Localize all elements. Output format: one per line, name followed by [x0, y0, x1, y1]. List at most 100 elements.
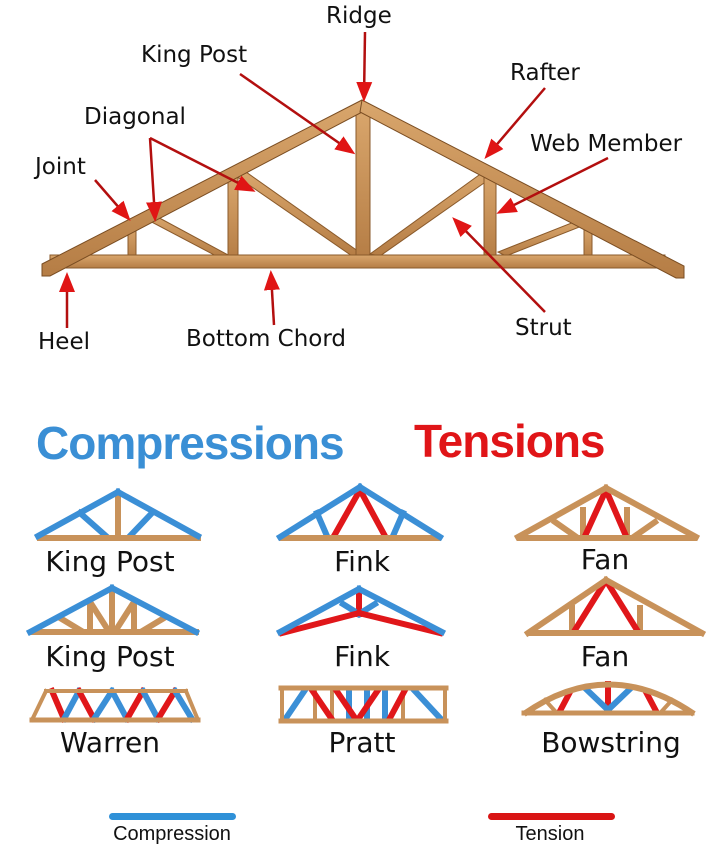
top-chord: [513, 483, 611, 542]
top-chord: [33, 487, 123, 541]
right-small-diagonal: [496, 221, 584, 257]
left-rafter: [41, 99, 367, 277]
diagonal: [630, 517, 660, 541]
tension-web: [122, 686, 148, 724]
label-joint: Joint: [35, 154, 86, 180]
diagonal: [87, 600, 113, 635]
legend-tension-label: Tension: [515, 823, 585, 845]
truss-icon-fink-2: [275, 584, 447, 637]
truss-name-king-post-1: King Post: [45, 545, 175, 578]
truss-icon-warren: [29, 686, 201, 724]
strut: [368, 169, 495, 257]
tension-diagonal: [307, 685, 336, 723]
web: [313, 509, 331, 540]
compression-web: [170, 686, 197, 724]
truss-name-king-post-2: King Post: [45, 640, 175, 673]
end-post: [183, 688, 201, 723]
truss-icon-bowstring: [521, 681, 696, 717]
end-diagonal: [409, 685, 445, 723]
strut-arrow: [452, 217, 546, 313]
tension-web: [602, 486, 630, 540]
compression-web: [603, 683, 636, 715]
truss-name-fan-1: Fan: [580, 543, 630, 576]
truss-name-fink-1: Fink: [334, 545, 390, 578]
label-strut: Strut: [515, 315, 572, 341]
top-chord: [113, 487, 203, 541]
top-chord: [107, 583, 201, 637]
compressions-title: Compressions: [36, 417, 345, 469]
truss-name-warren: Warren: [60, 726, 160, 759]
truss-name-pratt: Pratt: [328, 726, 396, 759]
callout-arrows: [59, 31, 609, 328]
top-chord: [25, 583, 117, 637]
bottom-chord-arrow: [263, 270, 280, 326]
diagonal-arrow-1: [146, 137, 162, 222]
arched-top-chord: [522, 681, 696, 717]
truss-icon-king-post-2: [25, 583, 201, 637]
label-web-member: Web Member: [530, 131, 683, 157]
tension-web: [570, 577, 610, 635]
label-bottom-chord: Bottom Chord: [186, 326, 347, 352]
label-rafter: Rafter: [510, 60, 580, 86]
tension-web: [329, 485, 365, 541]
diagonal-arrow-2: [149, 136, 256, 192]
diagonal: [550, 517, 580, 541]
top-chord: [601, 575, 707, 638]
truss-name-fink-2: Fink: [334, 640, 390, 673]
tension-web: [355, 485, 390, 541]
top-chord: [355, 482, 445, 542]
web-member-vertical: [483, 171, 497, 261]
tensions-title: Tensions: [414, 415, 606, 467]
web-member-arrow: [496, 156, 609, 214]
compression-web: [59, 686, 84, 724]
truss-icon-fan-1: [513, 483, 701, 542]
top-chord: [275, 482, 365, 542]
king-post: [355, 107, 371, 261]
compression-web: [89, 686, 117, 724]
diagonal-to-center: [234, 171, 364, 257]
compression-web: [107, 686, 132, 724]
top-chord: [354, 584, 447, 637]
end-post: [29, 688, 49, 723]
bottom-chord: [49, 254, 666, 269]
tension-web: [74, 686, 99, 724]
label-king-post: King Post: [141, 42, 248, 68]
rafter-arrow: [484, 87, 546, 160]
diagonal: [55, 613, 85, 635]
top-chord: [275, 584, 364, 637]
tension-web: [581, 486, 610, 540]
truss-icon-fink-1: [275, 482, 445, 542]
end-diagonal: [281, 685, 310, 723]
diagonal: [111, 600, 137, 635]
tension-diagonal: [385, 685, 410, 723]
tension-web: [555, 687, 575, 716]
king-post-arrow: [239, 72, 356, 155]
right-rafter: [359, 99, 685, 279]
bottom-chord-right: [355, 609, 444, 637]
truss-types-grid: [25, 482, 707, 724]
diagonal: [139, 613, 169, 635]
tension-diagonal: [354, 685, 383, 723]
left-diagonal: [142, 213, 232, 259]
tension-web: [48, 687, 68, 723]
label-diagonal: Diagonal: [84, 104, 186, 130]
compression-web: [580, 683, 613, 715]
tension-web: [641, 687, 661, 716]
legend-compression-swatch: [109, 813, 236, 820]
legend-compression-label: Compression: [113, 823, 231, 845]
ridge-arrow: [356, 31, 373, 102]
compression-web: [138, 686, 163, 724]
left-vertical: [227, 175, 239, 261]
web: [389, 509, 407, 540]
joint-arrow: [94, 179, 131, 222]
legend-tension-swatch: [488, 813, 615, 820]
top-chord: [601, 483, 701, 542]
truss-icon-fan-2: [523, 575, 707, 638]
tension-web: [602, 577, 642, 635]
top-chord: [523, 575, 611, 638]
truss-name-fan-2: Fan: [580, 640, 630, 673]
bottom-chord-left: [278, 609, 363, 637]
tension-web: [153, 686, 180, 724]
truss-icon-pratt: [278, 685, 449, 724]
